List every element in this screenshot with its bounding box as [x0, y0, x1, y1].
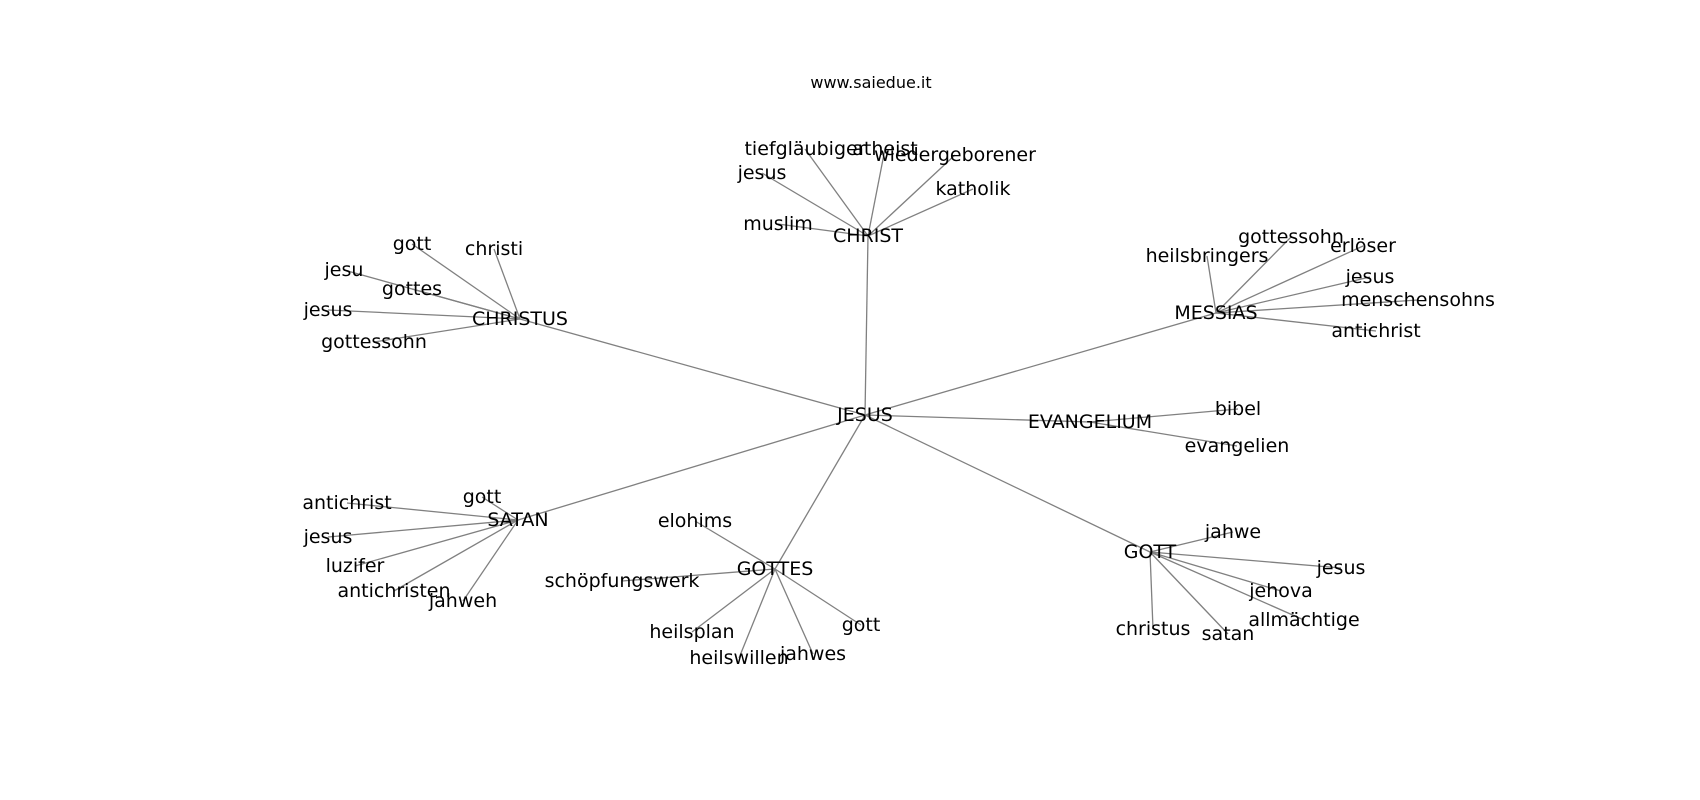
leaf-node-label: atheist	[852, 138, 917, 160]
edge-gott-to-leaf	[1149, 531, 1234, 553]
edge-satan-to-leaf	[462, 519, 519, 602]
edge-christus-to-leaf	[411, 288, 521, 320]
edge-gott-to-leaf	[1149, 551, 1342, 569]
edge-root-to-christus	[519, 318, 866, 416]
edge-gott-to-leaf	[1149, 551, 1154, 630]
edge-satan-to-leaf	[327, 519, 519, 538]
edge-evangelium-to-leaf	[1089, 421, 1238, 447]
edge-root-to-evangelium	[864, 414, 1091, 423]
edge-christus-to-leaf	[373, 318, 521, 343]
edge-satan-to-leaf	[354, 519, 519, 567]
leaf-node-label: jahweh	[428, 590, 497, 612]
edge-gott-to-leaf	[1149, 551, 1305, 621]
leaf-node-label: jesus	[1345, 266, 1395, 288]
leaf-node-label: gottes	[382, 278, 442, 300]
leaf-node-label: jesus	[1316, 557, 1366, 579]
edge-satan-to-leaf	[481, 496, 519, 521]
root-node-label: JESUS	[836, 404, 893, 426]
edge-root-to-gottes	[774, 414, 866, 570]
leaf-node-label: jahwe	[1204, 521, 1261, 543]
cluster-node-label: SATAN	[487, 509, 548, 531]
edge-christ-to-leaf	[867, 154, 956, 237]
cluster-node-label: EVANGELIUM	[1028, 411, 1152, 433]
leaf-node-label: elohims	[658, 510, 732, 532]
graph-edges	[327, 148, 1419, 659]
leaf-node-label: antichristen	[337, 580, 450, 602]
leaf-node-label: jesus	[737, 162, 787, 184]
graph-labels: JESUS CHRIST tiefgläubigeratheistwiedergeb…	[302, 138, 1495, 669]
leaf-node-label: gott	[393, 233, 432, 255]
edge-gottes-to-leaf	[694, 520, 776, 570]
leaf-node-label: muslim	[743, 213, 813, 235]
leaf-node-label: gott	[463, 486, 502, 508]
leaf-node-label: jesus	[303, 299, 353, 321]
edge-christ-to-leaf	[867, 188, 974, 237]
edge-messias-to-leaf	[1215, 276, 1371, 314]
edge-gott-to-leaf	[1149, 551, 1282, 592]
edge-christus-to-leaf	[411, 243, 521, 320]
leaf-node-label: christi	[465, 238, 523, 260]
leaf-node-label: heilswillen	[689, 647, 788, 669]
edge-christus-to-leaf	[493, 248, 521, 320]
leaf-node-label: jesu	[324, 259, 364, 281]
edge-root-to-messias	[864, 312, 1217, 416]
edge-christ-to-leaf	[761, 172, 869, 237]
edge-root-to-satan	[517, 414, 866, 521]
leaf-node-label: tiefgläubiger	[744, 138, 865, 160]
leaf-node-label: christus	[1116, 618, 1191, 640]
leaf-node-label: heilsbringers	[1146, 245, 1269, 267]
edge-gottes-to-leaf	[621, 568, 776, 582]
edge-christus-to-leaf	[327, 309, 521, 320]
cluster-node-label: GOTT	[1124, 541, 1177, 563]
edge-gottes-to-leaf	[738, 568, 776, 659]
edge-messias-to-leaf	[1215, 312, 1377, 332]
leaf-node-label: satan	[1202, 623, 1255, 645]
edge-christ-to-leaf	[867, 148, 886, 237]
cluster-node-label: GOTTES	[737, 558, 814, 580]
edge-messias-to-leaf	[1206, 255, 1217, 314]
leaf-node-label: jesus	[303, 526, 353, 548]
leaf-node-label: katholik	[936, 178, 1011, 200]
leaf-node-label: wiedergeborener	[874, 144, 1036, 166]
edge-messias-to-leaf	[1215, 245, 1364, 314]
edge-christ-to-leaf	[804, 148, 869, 237]
leaf-node-label: schöpfungswerk	[545, 570, 700, 592]
edge-evangelium-to-leaf	[1089, 408, 1239, 423]
edge-gottes-to-leaf	[774, 568, 814, 655]
edge-messias-to-leaf	[1215, 236, 1292, 314]
cluster-node-label: CHRIST	[833, 225, 903, 247]
edge-root-to-christ	[864, 235, 869, 416]
edge-christ-to-leaf	[777, 223, 869, 237]
edge-gottes-to-leaf	[691, 568, 776, 633]
edge-satan-to-leaf	[393, 519, 519, 592]
edge-root-to-gott	[864, 414, 1151, 553]
leaf-node-label: erlöser	[1330, 235, 1396, 257]
leaf-node-label: gott	[842, 614, 881, 636]
edge-gott-to-leaf	[1149, 551, 1229, 635]
leaf-node-label: jehova	[1248, 580, 1313, 602]
leaf-node-label: evangelien	[1185, 435, 1290, 457]
leaf-node-label: jahwes	[779, 643, 846, 665]
leaf-node-label: luzifer	[326, 555, 385, 577]
edge-satan-to-leaf	[346, 502, 519, 521]
leaf-node-label: heilsplan	[649, 621, 734, 643]
leaf-node-label: gottessohn	[1238, 226, 1344, 248]
site-watermark: www.saiedue.it	[810, 73, 931, 92]
leaf-node-label: allmächtige	[1248, 609, 1359, 631]
leaf-node-label: gottessohn	[321, 331, 427, 353]
leaf-node-label: menschensohns	[1341, 289, 1495, 311]
cluster-node-label: MESSIAS	[1174, 302, 1257, 324]
cluster-node-label: CHRISTUS	[472, 308, 568, 330]
leaf-node-label: antichrist	[1331, 320, 1420, 342]
edge-messias-to-leaf	[1215, 299, 1419, 314]
leaf-node-label: antichrist	[302, 492, 391, 514]
leaf-node-label: bibel	[1215, 398, 1261, 420]
edge-gottes-to-leaf	[774, 568, 862, 626]
